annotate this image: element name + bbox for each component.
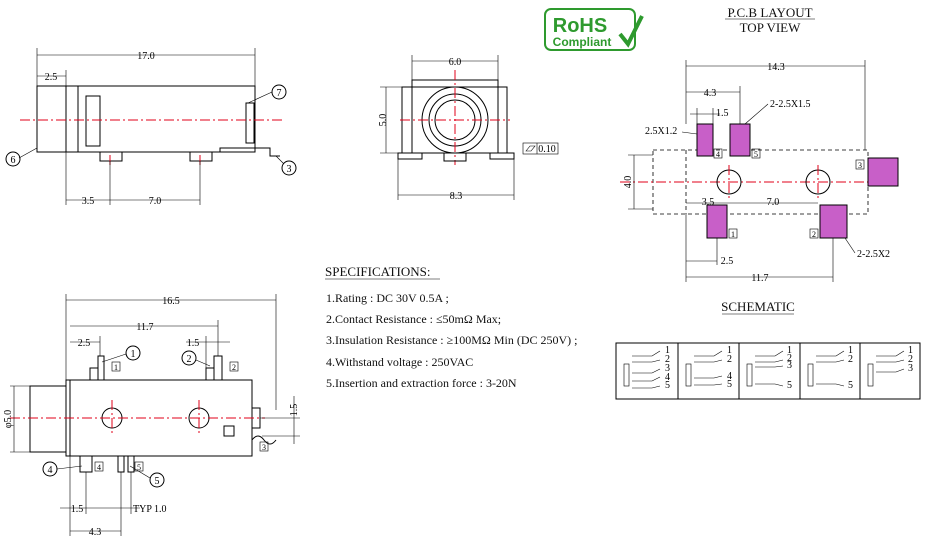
svg-text:4: 4 [727,371,732,382]
dim-phi-5-0: φ5.0 [3,410,14,428]
svg-text:3: 3 [262,443,266,452]
svg-text:5: 5 [848,380,853,391]
schematic-cell-3: 123 5 [746,345,792,391]
flatness-value: 0.10 [538,144,556,155]
svg-text:5: 5 [754,150,758,159]
spec-heading: SPECIFICATIONS: [325,264,430,279]
rohs-logo: RoHS Compliant [544,8,644,51]
svg-text:4: 4 [97,463,101,472]
callout-2: 2 [187,354,192,365]
svg-text:2: 2 [787,353,792,364]
callout-1: 1 [131,349,136,360]
dim-4-3: 4.3 [89,527,102,538]
svg-text:4: 4 [716,150,720,159]
pcb-dim-11-7: 11.7 [751,273,768,284]
svg-text:4: 4 [665,372,670,383]
dim-2-5-b: 2.5 [78,338,91,349]
dim-11-7: 11.7 [136,322,153,333]
dim-1-5-top: 1.5 [187,338,200,349]
pcb-subtitle: TOP VIEW [740,20,802,35]
pcb-dim-2-2-5x1-5: 2-2.5X1.5 [770,99,811,110]
pcb-pad-4 [696,123,714,157]
svg-text:5: 5 [787,380,792,391]
svg-text:3: 3 [665,363,670,374]
svg-text:2: 2 [848,354,853,365]
svg-text:5: 5 [665,380,670,391]
callout-4: 4 [48,465,53,476]
rohs-text: RoHS [553,15,607,37]
front-view: 6.0 5.0 8.3 0.10 [378,55,559,202]
svg-text:2: 2 [232,363,236,372]
dim-1-5-bottom: 1.5 [71,504,84,515]
svg-text:3: 3 [858,161,862,170]
svg-text:3: 3 [787,360,792,371]
svg-text:5: 5 [137,463,141,472]
dim-8-3: 8.3 [450,191,463,202]
svg-text:1: 1 [731,230,735,239]
spec-item-2: 2.Contact Resistance : ≤50mΩ Max; [326,312,501,326]
svg-text:2: 2 [665,354,670,365]
svg-text:3: 3 [908,363,913,374]
callout-6: 6 [11,155,16,166]
pcb-pad-2 [819,204,848,239]
dim-2-5: 2.5 [45,72,58,83]
rohs-check-icon [618,15,644,48]
svg-text:1: 1 [908,345,913,356]
schematic-cell-5: 123 [867,345,913,387]
svg-text:2: 2 [727,354,732,365]
dim-1-5-vert: 1.5 [289,404,300,417]
schematic-cell-4: 12 5 [807,345,853,391]
svg-text:5: 5 [727,379,732,390]
svg-text:1: 1 [727,345,732,356]
side-view-top: 17.0 2.5 3.5 7.0 7 6 3 [5,48,297,207]
spec-item-4: 4.Withstand voltage : 250VAC [326,355,473,369]
pcb-dim-2-2-5x2: 2-2.5X2 [857,249,890,260]
svg-text:2: 2 [908,354,913,365]
dim-3-5: 3.5 [82,196,95,207]
specifications: SPECIFICATIONS: 1.Rating : DC 30V 0.5A ;… [325,264,577,390]
dim-6-0: 6.0 [449,57,462,68]
pcb-dim-4-0: 4.0 [623,176,634,189]
callout-7: 7 [277,88,282,99]
schematic-title: SCHEMATIC [721,299,795,314]
top-view-bottom: 16.5 11.7 2.5 1.5 1.5 φ5.0 1.5 TYP 1.0 4… [3,294,300,538]
pcb-pad-5 [729,123,751,157]
pcb-dim-4-3: 4.3 [704,88,717,99]
svg-text:1: 1 [665,345,670,356]
dim-17: 17.0 [137,51,155,62]
pcb-dim-14-3: 14.3 [767,62,785,73]
pcb-title: P.C.B LAYOUT [727,5,812,20]
pcb-pad-3 [867,157,899,187]
pcb-dim-2-5: 2.5 [721,256,734,267]
dim-5-0: 5.0 [378,114,389,127]
pcb-dim-1-5: 1.5 [716,108,729,119]
pcb-dim-3-5: 3.5 [702,197,715,208]
svg-text:2: 2 [812,230,816,239]
pcb-pad-1 [706,204,728,239]
spec-item-1: 1.Rating : DC 30V 0.5A ; [326,291,449,305]
rohs-compliant-text: Compliant [553,35,612,49]
dim-typ-1-0: TYP 1.0 [133,504,167,515]
dim-16-5: 16.5 [162,296,180,307]
pcb-dim-2-5x1-2: 2.5X1.2 [645,126,677,137]
dim-7-0: 7.0 [149,196,162,207]
schematic-cell-1: 12 345 [623,345,670,391]
svg-text:1: 1 [848,345,853,356]
pcb-layout: P.C.B LAYOUT TOP VIEW 4 5 3 1 2 14.3 4 [620,5,899,284]
svg-text:1: 1 [114,363,118,372]
pcb-dim-7-0: 7.0 [767,197,780,208]
spec-item-5: 5.Insertion and extraction force : 3-20N [326,376,517,390]
callout-3: 3 [287,164,292,175]
callout-5: 5 [155,476,160,487]
svg-text:1: 1 [787,345,792,356]
spec-item-3: 3.Insulation Resistance : ≥100MΩ Min (DC… [326,333,577,347]
schematic-cell-2: 12 45 [685,345,732,390]
